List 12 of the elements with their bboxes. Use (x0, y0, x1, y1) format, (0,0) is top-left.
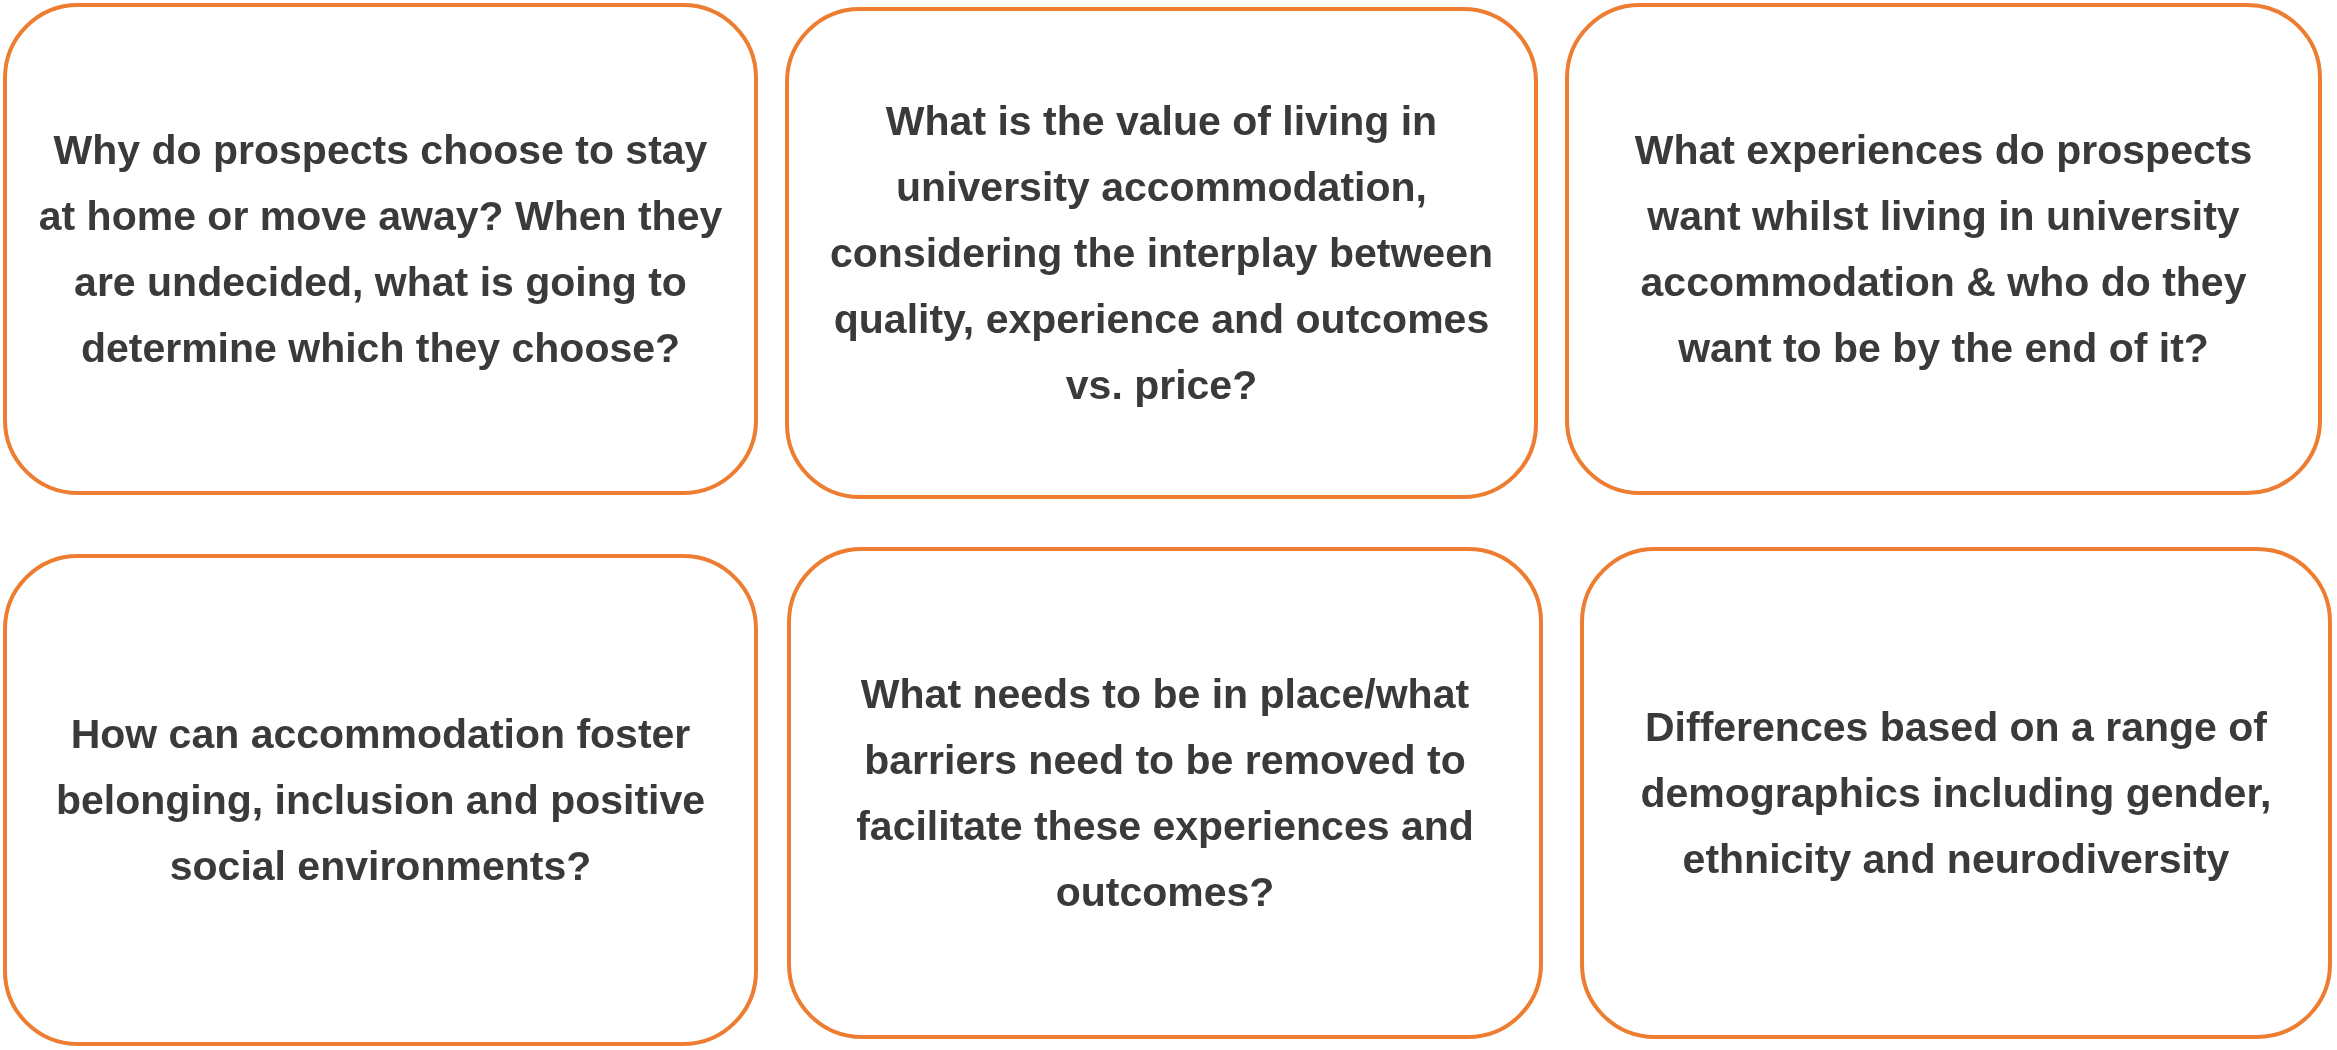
question-card (3, 3, 758, 495)
question-text: What is the value of living in university accommodation, considering the interplay between quality, experience and outcomes vs. price? (829, 97, 1494, 410)
question-card (1580, 547, 2332, 1039)
question-card (1565, 3, 2322, 495)
question-card (785, 7, 1538, 499)
question-card (3, 554, 758, 1046)
question-text: Why do prospects choose to stay at home or move away? When they are undecided, what is going to determine which they choose? (37, 126, 724, 373)
question-card (787, 547, 1543, 1039)
question-text: What needs to be in place/what barriers need to be removed to facilitate these experiences and outcomes? (855, 670, 1475, 917)
question-text: What experiences do prospects want whilst living in university accommodation & who do they want to be by the end of it? (1633, 126, 2254, 373)
question-text: Differences based on a range of demographics including gender, ethnicity and neurodiversity (1639, 703, 2273, 884)
question-text: How can accommodation foster belonging, inclusion and positive social environments? (54, 710, 707, 891)
